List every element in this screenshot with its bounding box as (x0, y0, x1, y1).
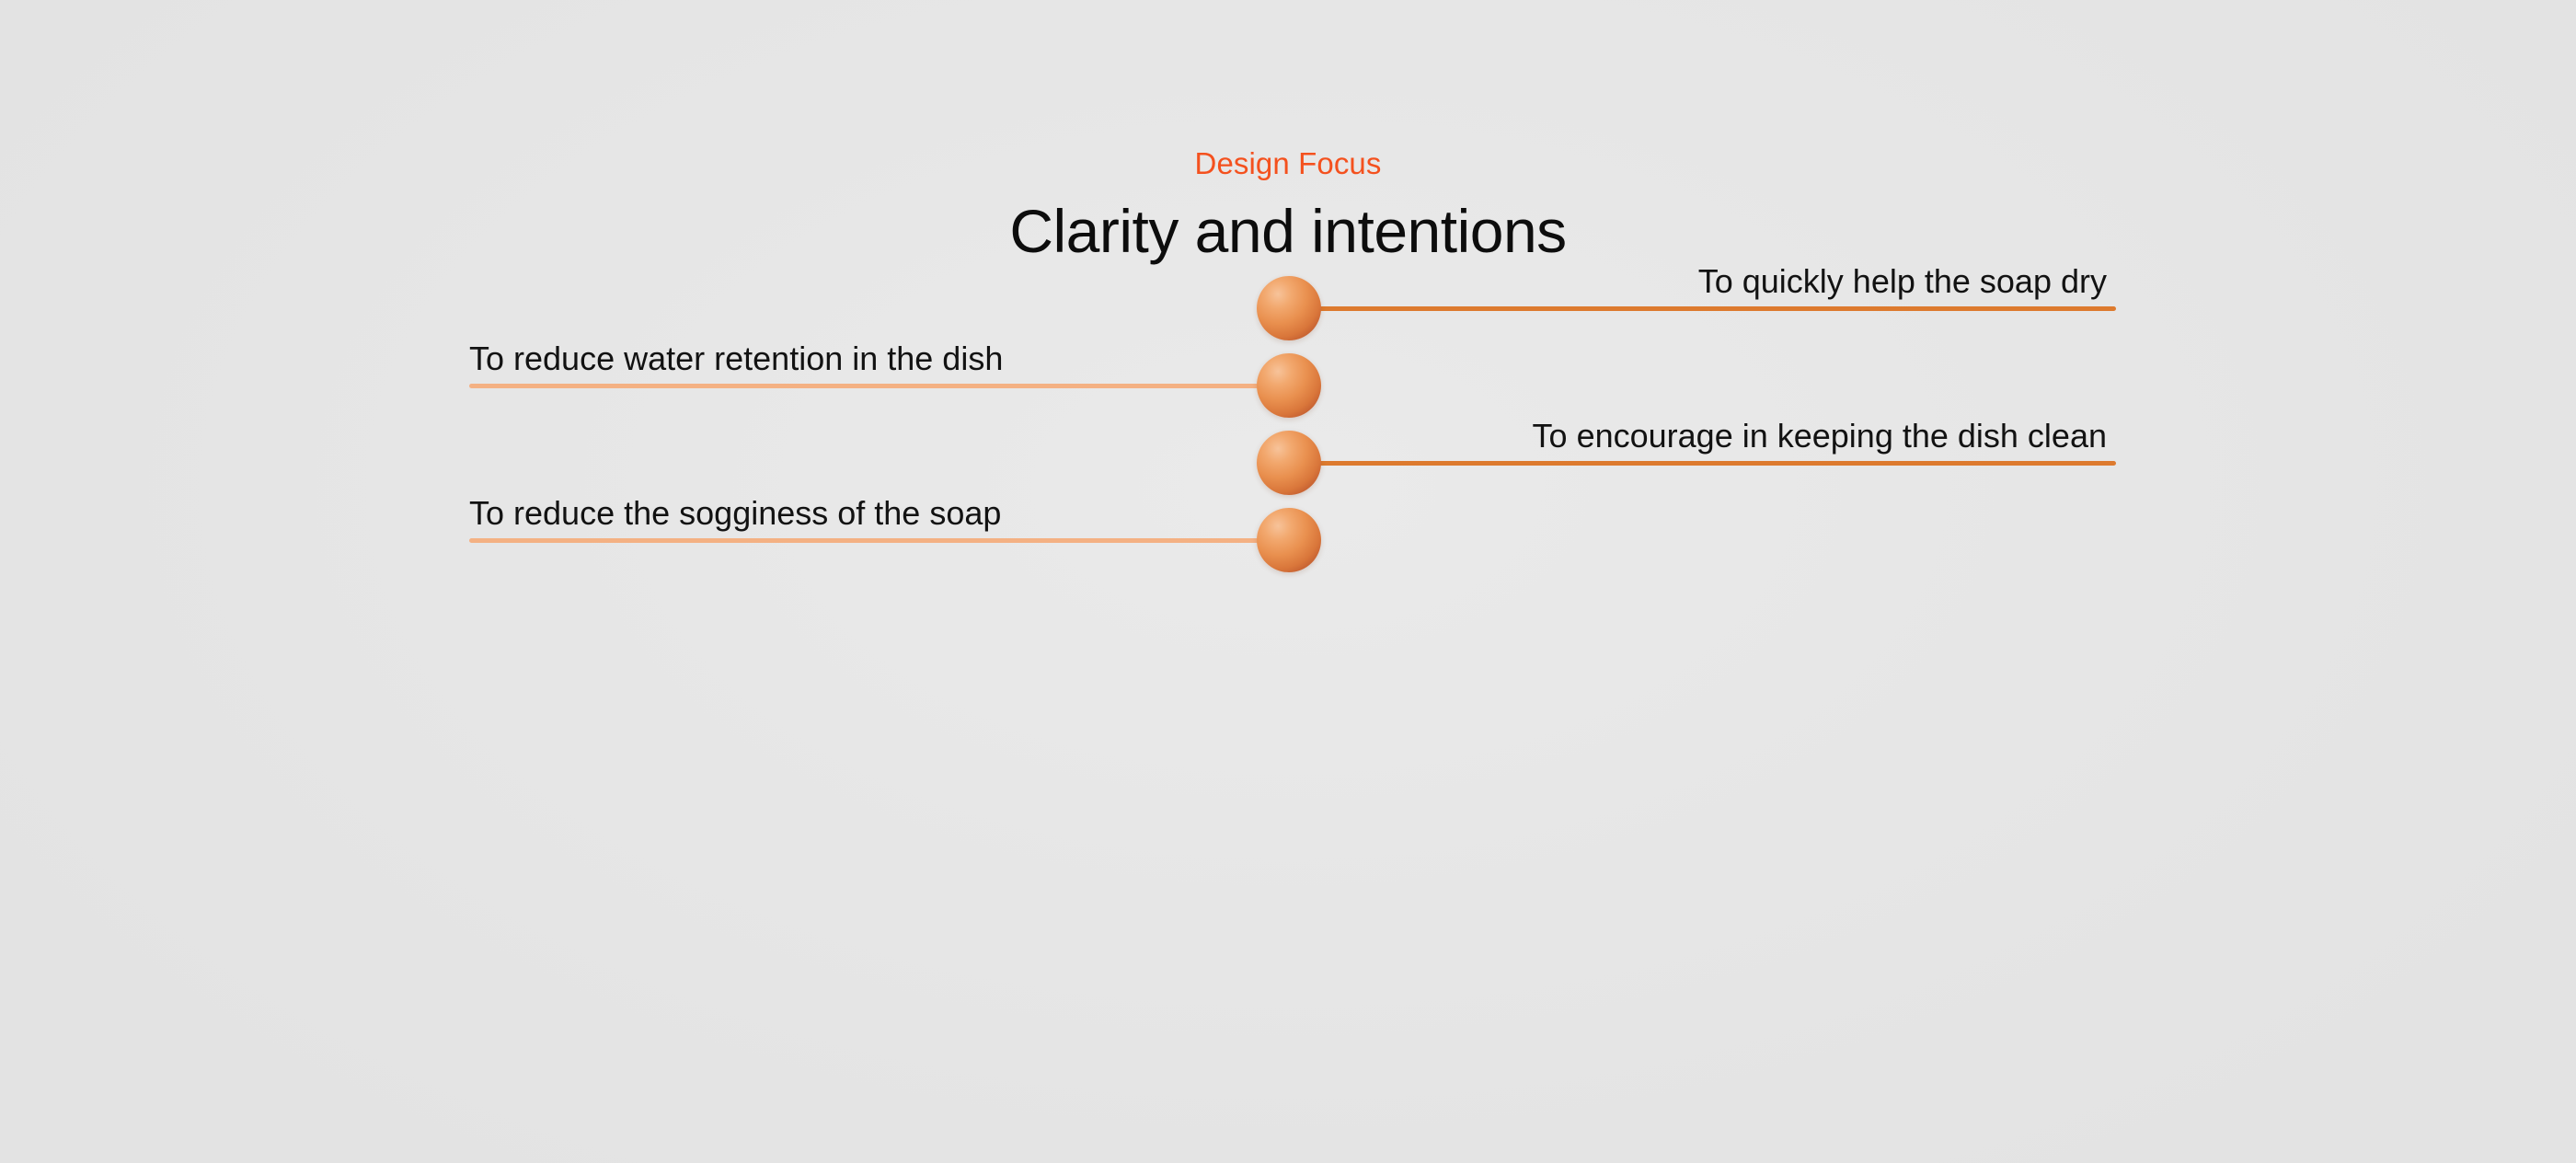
callout-row: To encourage in keeping the dish clean (0, 417, 2576, 500)
callout-label: To reduce water retention in the dish (469, 340, 1004, 377)
sphere-node-icon (1257, 508, 1321, 572)
slide-header: Design Focus Clarity and intentions (0, 146, 2576, 267)
sphere-node-icon (1257, 276, 1321, 340)
connector-line (469, 384, 1288, 388)
page-title: Clarity and intentions (1009, 197, 1567, 266)
sphere-node-icon (1257, 431, 1321, 495)
callout-label: To encourage in keeping the dish clean (1532, 417, 2107, 455)
connector-line (469, 538, 1288, 543)
sphere-node-icon (1257, 353, 1321, 418)
callout-label: To reduce the sogginess of the soap (469, 494, 1002, 532)
callout-row: To quickly help the soap dry (0, 262, 2576, 345)
callout-row: To reduce water retention in the dish (0, 340, 2576, 422)
connector-line (1288, 461, 2116, 466)
callout-row: To reduce the sogginess of the soap (0, 494, 2576, 577)
eyebrow-label: Design Focus (1194, 146, 1382, 180)
connector-line (1288, 306, 2116, 311)
callout-label: To quickly help the soap dry (1697, 262, 2107, 300)
